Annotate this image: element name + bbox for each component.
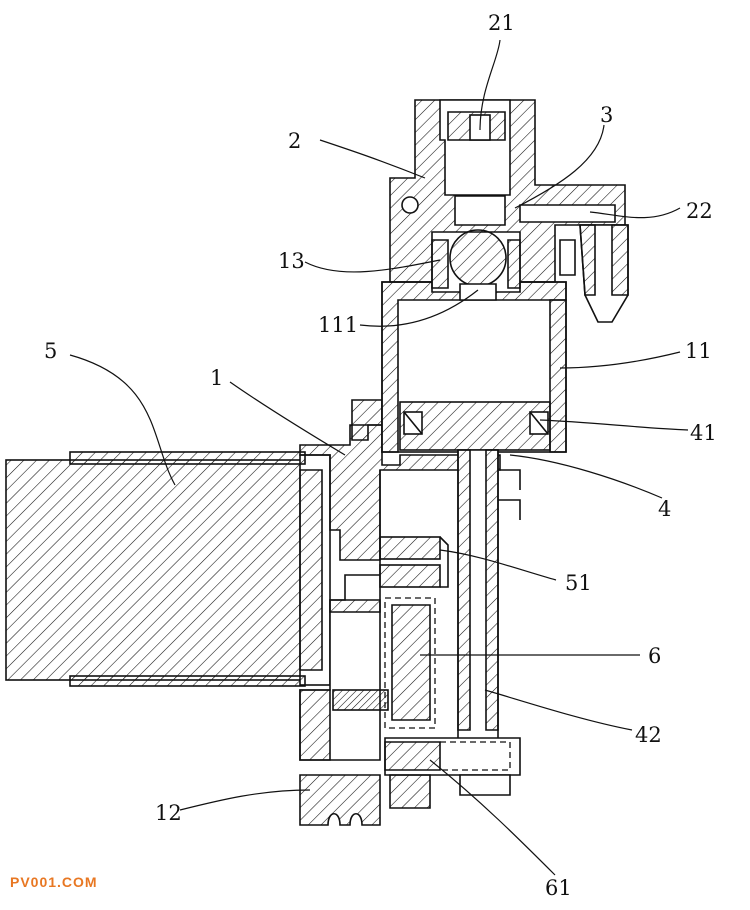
label-42: 42 [635, 723, 662, 747]
label-111: 111 [318, 313, 358, 337]
label-1: 1 [210, 366, 223, 390]
label-3: 3 [600, 103, 613, 127]
main-housing [299, 399, 501, 761]
label-61: 61 [545, 876, 572, 900]
motor-shaft [379, 536, 449, 588]
pin [384, 737, 521, 809]
label-51: 51 [565, 571, 592, 595]
piston [399, 401, 551, 451]
cam [332, 597, 436, 729]
label-22: 22 [686, 199, 713, 223]
watermark: PV001.COM [10, 874, 98, 890]
label-13: 13 [278, 249, 305, 273]
label-4: 4 [658, 497, 671, 521]
label-6: 6 [648, 644, 661, 668]
label-2: 2 [288, 129, 301, 153]
label-41: 41 [690, 421, 717, 445]
lower-bracket [299, 774, 381, 826]
motor-body [5, 451, 331, 687]
label-21: 21 [488, 11, 515, 35]
leader-lines [69, 39, 689, 876]
check-valve [431, 195, 521, 301]
piston-rod [457, 449, 521, 761]
label-11: 11 [685, 339, 712, 363]
label-12: 12 [155, 801, 182, 825]
label-5: 5 [44, 339, 57, 363]
part-labels: 21 2 3 22 13 111 5 1 11 41 4 51 6 42 12 … [44, 11, 717, 900]
outlet-nozzle [559, 224, 629, 323]
